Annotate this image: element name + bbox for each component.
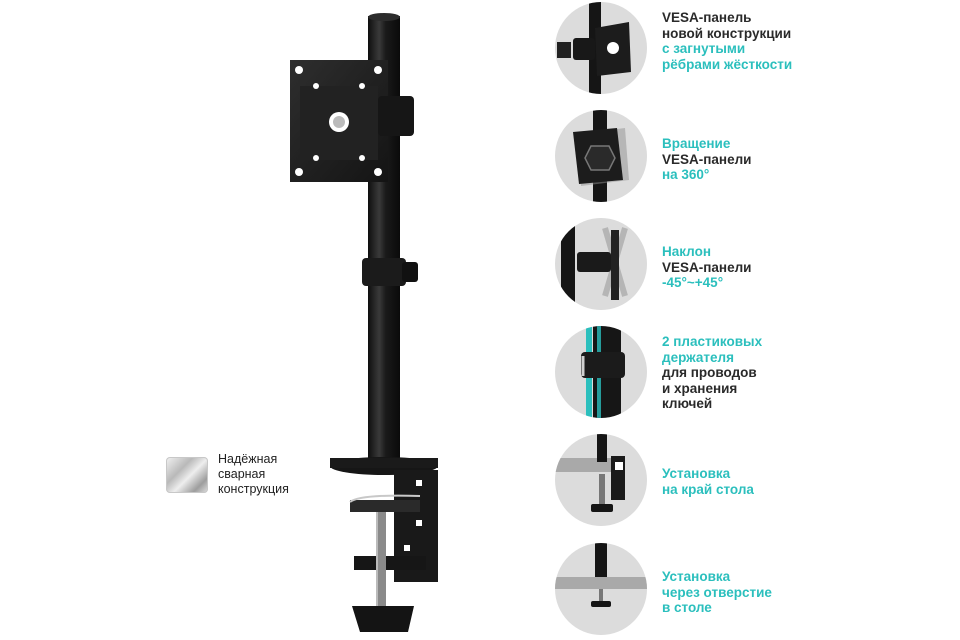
feature-caption-line: VESA-панели	[662, 151, 752, 167]
weld-note-text: Надёжная сварная конструкция	[218, 452, 289, 497]
feature-caption-line: через отверстие	[662, 584, 772, 600]
feature-caption-line: ключей	[662, 396, 713, 411]
weld-note: Надёжная сварная конструкция	[166, 452, 289, 497]
rotation-icon	[555, 110, 647, 202]
feature-caption-line: Установка	[662, 466, 731, 481]
cable-holder-icon	[555, 326, 647, 418]
feature-cable-holders: 2 пластиковых держателя для проводов и х…	[555, 326, 955, 422]
feature-caption-line: и хранения	[662, 380, 738, 396]
feature-caption-line: новой конструкции	[662, 25, 792, 41]
feature-desk-edge: Установка на край стола	[555, 434, 955, 530]
feature-vesa-panel: VESA-панель новой конструкции с загнутым…	[555, 2, 955, 98]
monitor-mount-illustration	[290, 13, 438, 632]
feature-caption-line: держателя	[662, 349, 734, 365]
feature-caption-line: для проводов	[662, 365, 757, 380]
cable-holder-ring	[362, 258, 406, 286]
feature-caption-line: VESA-панели	[662, 259, 752, 275]
vesa-plate	[290, 60, 414, 182]
feature-rotation: Вращение VESA-панели на 360°	[555, 110, 955, 206]
feature-caption-line: Вращение	[662, 136, 731, 151]
brushed-metal-swatch-icon	[166, 456, 208, 493]
feature-tilt: Наклон VESA-панели -45°~+45°	[555, 218, 955, 314]
feature-grommet-mount: Установка через отверстие в столе	[555, 543, 955, 639]
feature-caption-line: Наклон	[662, 244, 711, 259]
desk-edge-clamp-icon	[555, 434, 647, 526]
feature-caption-line: на край стола	[662, 481, 754, 497]
feature-caption-line: VESA-панель	[662, 10, 752, 25]
feature-caption-line: 2 пластиковых	[662, 334, 763, 349]
feature-caption-line: Установка	[662, 569, 731, 584]
weld-note-line: Надёжная	[218, 452, 278, 466]
feature-caption-line: с загнутыми	[662, 41, 746, 56]
tilt-icon	[555, 218, 647, 310]
weld-note-line: сварная	[218, 467, 266, 481]
grommet-mount-icon	[555, 543, 647, 635]
feature-caption-line: в столе	[662, 600, 712, 615]
desk-clamp	[349, 470, 438, 632]
vesa-panel-icon	[555, 2, 647, 94]
feature-caption-line: рёбрами жёсткости	[662, 56, 793, 72]
feature-caption-line: -45°~+45°	[662, 275, 724, 290]
weld-note-line: конструкция	[218, 482, 289, 496]
feature-caption-line: на 360°	[662, 167, 710, 182]
